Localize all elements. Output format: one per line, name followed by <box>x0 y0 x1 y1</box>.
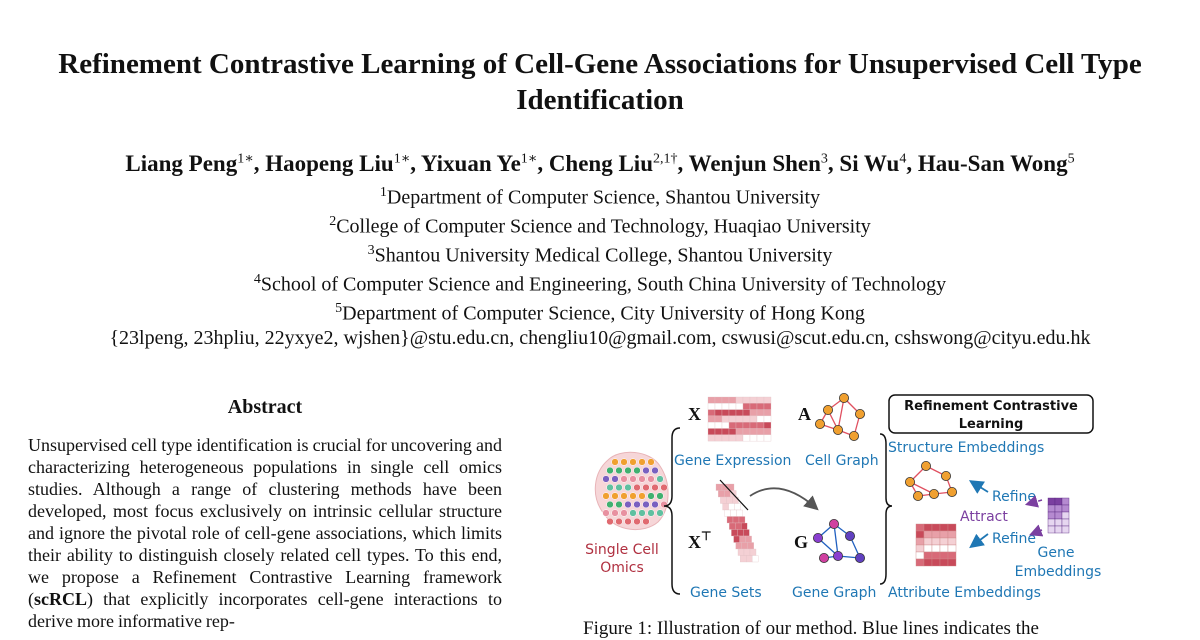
rcl-box <box>888 394 1094 434</box>
paper-title: Refinement Contrastive Learning of Cell-… <box>58 48 1142 116</box>
author: Si Wu4 <box>839 150 907 176</box>
right-brace <box>879 433 893 585</box>
gene-expression-label: Gene Expression <box>674 453 791 469</box>
author-list: Liang Peng1∗, Haopeng Liu1∗, Yixuan Ye1∗… <box>125 150 1075 176</box>
xt-symbol: X⊤ <box>688 529 711 552</box>
left-brace <box>663 427 681 595</box>
method-diagram: Single Cell Omics X Gene Expression A Ce… <box>585 393 1102 601</box>
structure-embeddings-label: Structure Embeddings <box>888 440 1044 456</box>
a-symbol: A <box>798 404 811 424</box>
affiliation: 4School of Computer Science and Engineer… <box>253 272 947 296</box>
affiliation: 5Department of Computer Science, City Un… <box>335 301 865 325</box>
gene-graph-label: Gene Graph <box>792 585 876 601</box>
refine-bottom-arrow <box>969 533 989 549</box>
author: Hau-San Wong5 <box>917 150 1075 176</box>
rcl-box-line1: Refinement Contrastive <box>904 399 1078 414</box>
affiliations: 1Department of Computer Science, Shantou… <box>0 181 1200 351</box>
omics-label-line2: Omics <box>600 560 644 576</box>
affiliation: 1Department of Computer Science, Shantou… <box>379 185 821 209</box>
attribute-embeddings-label: Attribute Embeddings <box>888 585 1041 601</box>
author: Liang Peng1∗ <box>125 150 254 176</box>
gene-graph-icon <box>812 518 865 563</box>
author: Haopeng Liu1∗ <box>265 150 411 176</box>
abstract-text: Unsupervised cell type identification is… <box>28 435 502 631</box>
gene-embeddings-line2: Embeddings <box>1015 564 1102 580</box>
cell-cluster-icon <box>594 451 669 531</box>
abstract-heading: Abstract <box>227 396 303 418</box>
author-emails: {23lpeng, 23hpliu, 22yxye2, wjshen}@stu.… <box>109 327 1091 350</box>
attract-label: Attract <box>960 509 1008 525</box>
method-figure: Single Cell Omics X Gene Expression A Ce… <box>580 388 1120 608</box>
gene-embedding-matrix <box>1047 497 1070 534</box>
gene-embeddings-line1: Gene <box>1038 545 1075 561</box>
figure-caption: Figure 1: Illustration of our method. Bl… <box>583 618 1039 639</box>
attribute-embedding-matrix <box>915 523 957 567</box>
cell-graph-icon <box>814 393 865 442</box>
omics-label-line1: Single Cell <box>585 542 659 558</box>
rcl-box-line2: Learning <box>959 417 1024 432</box>
refine-top-arrow <box>968 480 989 494</box>
refine-top-label: Refine <box>992 489 1036 505</box>
cell-graph-label: Cell Graph <box>805 453 879 469</box>
refine-top-link <box>1024 495 1043 508</box>
refine-bottom-label: Refine <box>992 531 1036 547</box>
gene-sets-matrix <box>715 479 759 563</box>
refine-bottom-link <box>1029 524 1044 537</box>
x-symbol: X <box>688 404 701 424</box>
affiliation: 2College of Computer Science and Technol… <box>329 214 871 238</box>
gene-sets-label: Gene Sets <box>690 585 762 601</box>
author: Yixuan Ye1∗ <box>420 150 538 176</box>
structure-embedding-graph <box>904 461 957 502</box>
gene-expression-matrix <box>707 396 772 442</box>
author: Cheng Liu2,1† <box>548 150 678 176</box>
author: Wenjun Shen3 <box>688 150 828 176</box>
g-symbol: G <box>794 532 808 552</box>
transform-arrow <box>749 487 819 511</box>
affiliation: 3Shantou University Medical College, Sha… <box>367 243 833 267</box>
